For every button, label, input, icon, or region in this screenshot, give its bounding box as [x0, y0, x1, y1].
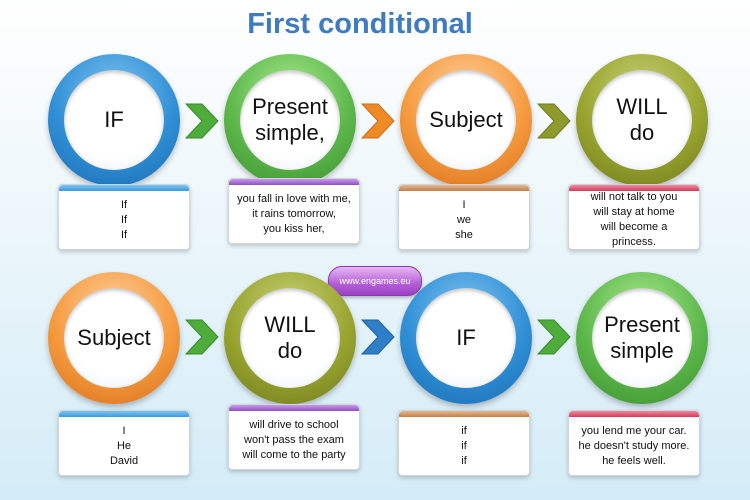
example-card: If If If	[58, 184, 190, 250]
card-line: won't pass the exam	[244, 433, 344, 446]
card-line: you lend me your car.	[581, 424, 687, 437]
card-line: if	[461, 439, 467, 452]
card-line: princess.	[611, 236, 656, 248]
circle-present-simple: Present simple,	[224, 54, 356, 186]
circle-label: Subject	[64, 288, 164, 388]
circle-if: IF	[48, 54, 180, 186]
card-line: we	[456, 213, 472, 226]
card-line: he doesn't study more.	[578, 439, 690, 452]
card-line: it rains tomorrow,	[252, 207, 336, 220]
circle-label: IF	[416, 288, 516, 388]
example-card: I He David	[58, 410, 190, 476]
example-card: will drive to school won't pass the exam…	[228, 404, 360, 470]
chevron-right-icon	[360, 319, 395, 355]
card-line: If	[120, 213, 128, 226]
card-line: you kiss her,	[263, 222, 325, 235]
circle-subject: Subject	[48, 272, 180, 404]
card-line: I	[462, 198, 466, 211]
card-line: I	[122, 424, 126, 437]
card-line: will stay at home	[593, 206, 675, 218]
circle-will-do: WILL do	[224, 272, 356, 404]
circle-label: WILL do	[592, 70, 692, 170]
card-line: if	[461, 424, 467, 437]
card-line: if	[461, 454, 467, 467]
card-line: will drive to school	[249, 418, 339, 431]
example-card: will not talk to you will stay at home w…	[568, 184, 700, 250]
circle-label: Present simple	[592, 288, 692, 388]
example-card: you lend me your car. he doesn't study m…	[568, 410, 700, 476]
card-line: will become a	[600, 221, 668, 233]
example-card: if if if	[398, 410, 530, 476]
card-line: If	[120, 228, 128, 241]
circle-present-simple: Present simple	[576, 272, 708, 404]
circle-label: Subject	[416, 70, 516, 170]
example-card: I we she	[398, 184, 530, 250]
card-line: He	[116, 439, 132, 452]
card-line: If	[120, 198, 128, 211]
chevron-right-icon	[184, 319, 219, 355]
circle-will-do: WILL do	[576, 54, 708, 186]
diagram-title: First conditional	[247, 8, 473, 40]
website-badge[interactable]: www.engames.eu	[328, 266, 422, 296]
circle-label: WILL do	[240, 288, 340, 388]
card-line: she	[455, 228, 473, 241]
chevron-right-icon	[536, 319, 571, 355]
chevron-right-icon	[184, 103, 219, 139]
card-line: David	[109, 454, 139, 467]
chevron-right-icon	[536, 103, 571, 139]
card-line: he feels well.	[602, 454, 666, 467]
circle-if: IF	[400, 272, 532, 404]
circle-subject: Subject	[400, 54, 532, 186]
card-line: will come to the party	[242, 448, 346, 461]
card-line: you fall in love with me,	[237, 192, 351, 205]
circle-label: IF	[64, 70, 164, 170]
chevron-right-icon	[360, 103, 395, 139]
circle-label: Present simple,	[240, 70, 340, 170]
example-card: you fall in love with me, it rains tomor…	[228, 178, 360, 244]
card-line: will not talk to you	[590, 191, 678, 203]
